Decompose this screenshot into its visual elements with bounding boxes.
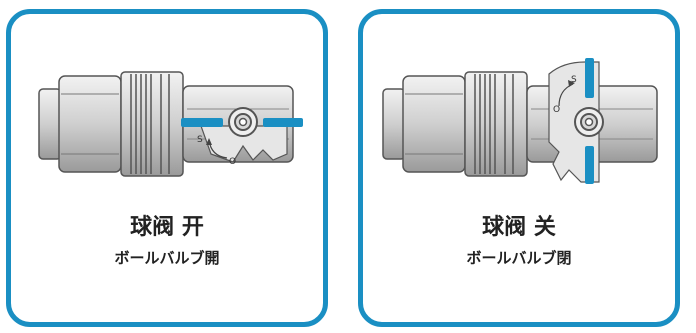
- valve-open-illustration: S O: [38, 71, 303, 177]
- ball-valve-closed-panel: S O 球阀 关 ボールバルブ閉: [358, 9, 680, 327]
- handle-right-bar: [263, 118, 303, 127]
- handle-bottom-bar: [585, 146, 594, 184]
- mark-s: S: [571, 75, 577, 85]
- mark-o: O: [229, 157, 236, 167]
- mark-s: S: [197, 135, 203, 145]
- handle-top-bar: [585, 58, 594, 98]
- valve-closed-illustration: S O: [382, 58, 658, 184]
- title-closed: 球阀 关: [482, 215, 556, 240]
- ball-valve-open-panel: S O 球阀 开 ボールバルブ開: [6, 9, 328, 327]
- mark-o: O: [553, 105, 560, 115]
- subtitle-open: ボールバルブ開: [114, 249, 220, 267]
- title-open: 球阀 开: [130, 215, 204, 240]
- subtitle-closed: ボールバルブ閉: [466, 249, 572, 267]
- handle-left-bar: [181, 118, 223, 127]
